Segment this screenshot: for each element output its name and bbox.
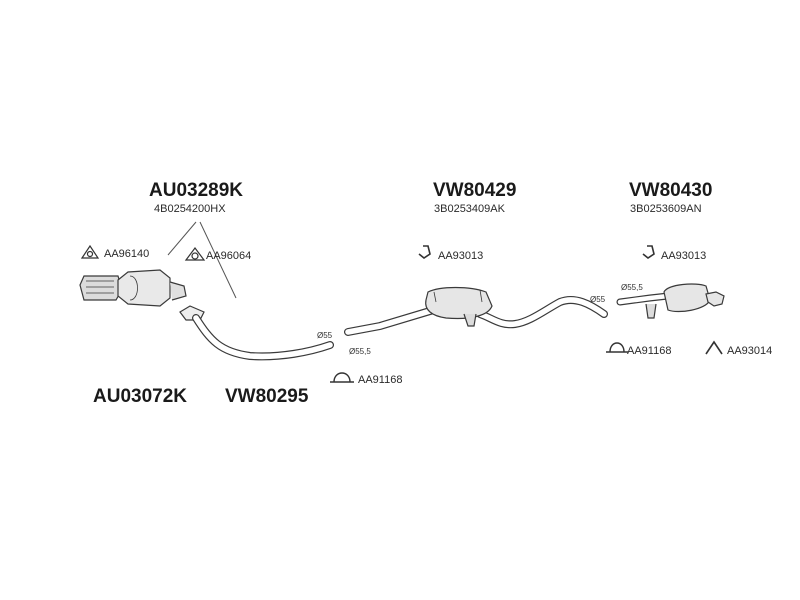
part-number-catalytic: AU03289K — [149, 180, 243, 201]
dimension-middle-pipe-end: Ø55 — [590, 295, 606, 304]
rear-silencer — [645, 283, 725, 319]
bracket-icon-rear — [705, 340, 723, 355]
gasket-label-1: AA96140 — [104, 248, 150, 260]
front-pipe — [179, 305, 334, 361]
dimension-rear-pipe-start: Ø55,5 — [621, 283, 643, 292]
dimension-front-pipe-end: Ø55 — [317, 331, 333, 340]
clamp-label-middle: AA91168 — [358, 374, 403, 386]
bracket-label-rear: AA93014 — [727, 345, 773, 357]
part-number-rear-silencer: VW80430 — [629, 180, 713, 201]
part-number-middle-silencer: VW80429 — [433, 180, 517, 201]
dimension-middle-pipe-start: Ø55,5 — [349, 347, 371, 356]
middle-silencer — [425, 286, 493, 327]
hanger-icon-rear — [642, 245, 655, 259]
part-number-front-pipe-left: AU03072K — [93, 386, 187, 407]
oem-number-rear-silencer: 3B0253609AN — [630, 203, 702, 215]
clamp-icon-rear — [606, 342, 628, 353]
gasket-icon-2 — [184, 247, 206, 261]
oem-number-catalytic: 4B0254200HX — [154, 203, 226, 215]
gasket-icon-1 — [80, 244, 100, 259]
clamp-label-rear: AA91168 — [627, 345, 672, 357]
hanger-label-rear: AA93013 — [661, 250, 707, 262]
rear-pipe — [616, 292, 672, 306]
gasket-label-2: AA96064 — [206, 250, 252, 262]
part-number-front-pipe-right: VW80295 — [225, 386, 309, 407]
catalytic-converter — [79, 269, 187, 307]
hanger-icon-middle — [418, 245, 431, 259]
leader-line-gasket — [167, 221, 197, 256]
clamp-icon-middle — [330, 372, 354, 383]
oem-number-middle-silencer: 3B0253409AK — [434, 203, 505, 215]
leader-line-pipe — [199, 221, 237, 299]
hanger-label-middle: AA93013 — [438, 250, 484, 262]
